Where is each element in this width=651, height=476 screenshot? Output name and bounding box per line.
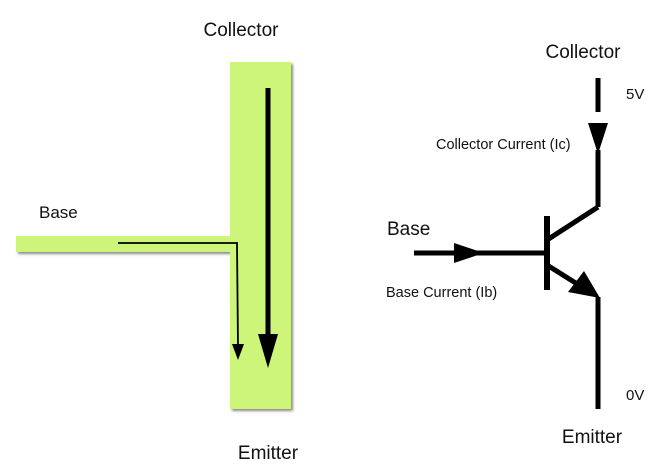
collector-voltage-label: 5V — [626, 86, 644, 103]
left-emitter-label: Emitter — [238, 443, 299, 464]
transistor-schematic: Collector 5V Collector Current (Ic) Base… — [386, 42, 644, 448]
base-current-arrowhead — [454, 243, 484, 263]
emitter-voltage-label: 0V — [626, 387, 644, 404]
collector-emitter-bar — [230, 62, 291, 409]
left-collector-label: Collector — [204, 20, 280, 41]
collector-current-label: Collector Current (Ic) — [436, 137, 571, 153]
collector-current-arrowhead — [258, 334, 278, 368]
collector-diagonal — [545, 204, 600, 243]
base-current-arrowhead — [232, 344, 244, 360]
bar-shadow-group — [16, 62, 291, 409]
physical-transistor: Collector Base Emitter — [16, 20, 299, 464]
emitter-arrowhead — [568, 271, 600, 298]
right-emitter-label: Emitter — [562, 427, 623, 448]
right-base-label: Base — [387, 219, 430, 240]
left-base-label: Base — [39, 203, 78, 222]
right-collector-label: Collector — [546, 42, 622, 63]
base-current-path — [118, 242, 239, 347]
collector-current-arrowhead — [588, 123, 608, 154]
base-bar — [16, 236, 235, 252]
base-current-label: Base Current (Ib) — [386, 285, 497, 301]
bar-join-patch — [228, 236, 234, 252]
